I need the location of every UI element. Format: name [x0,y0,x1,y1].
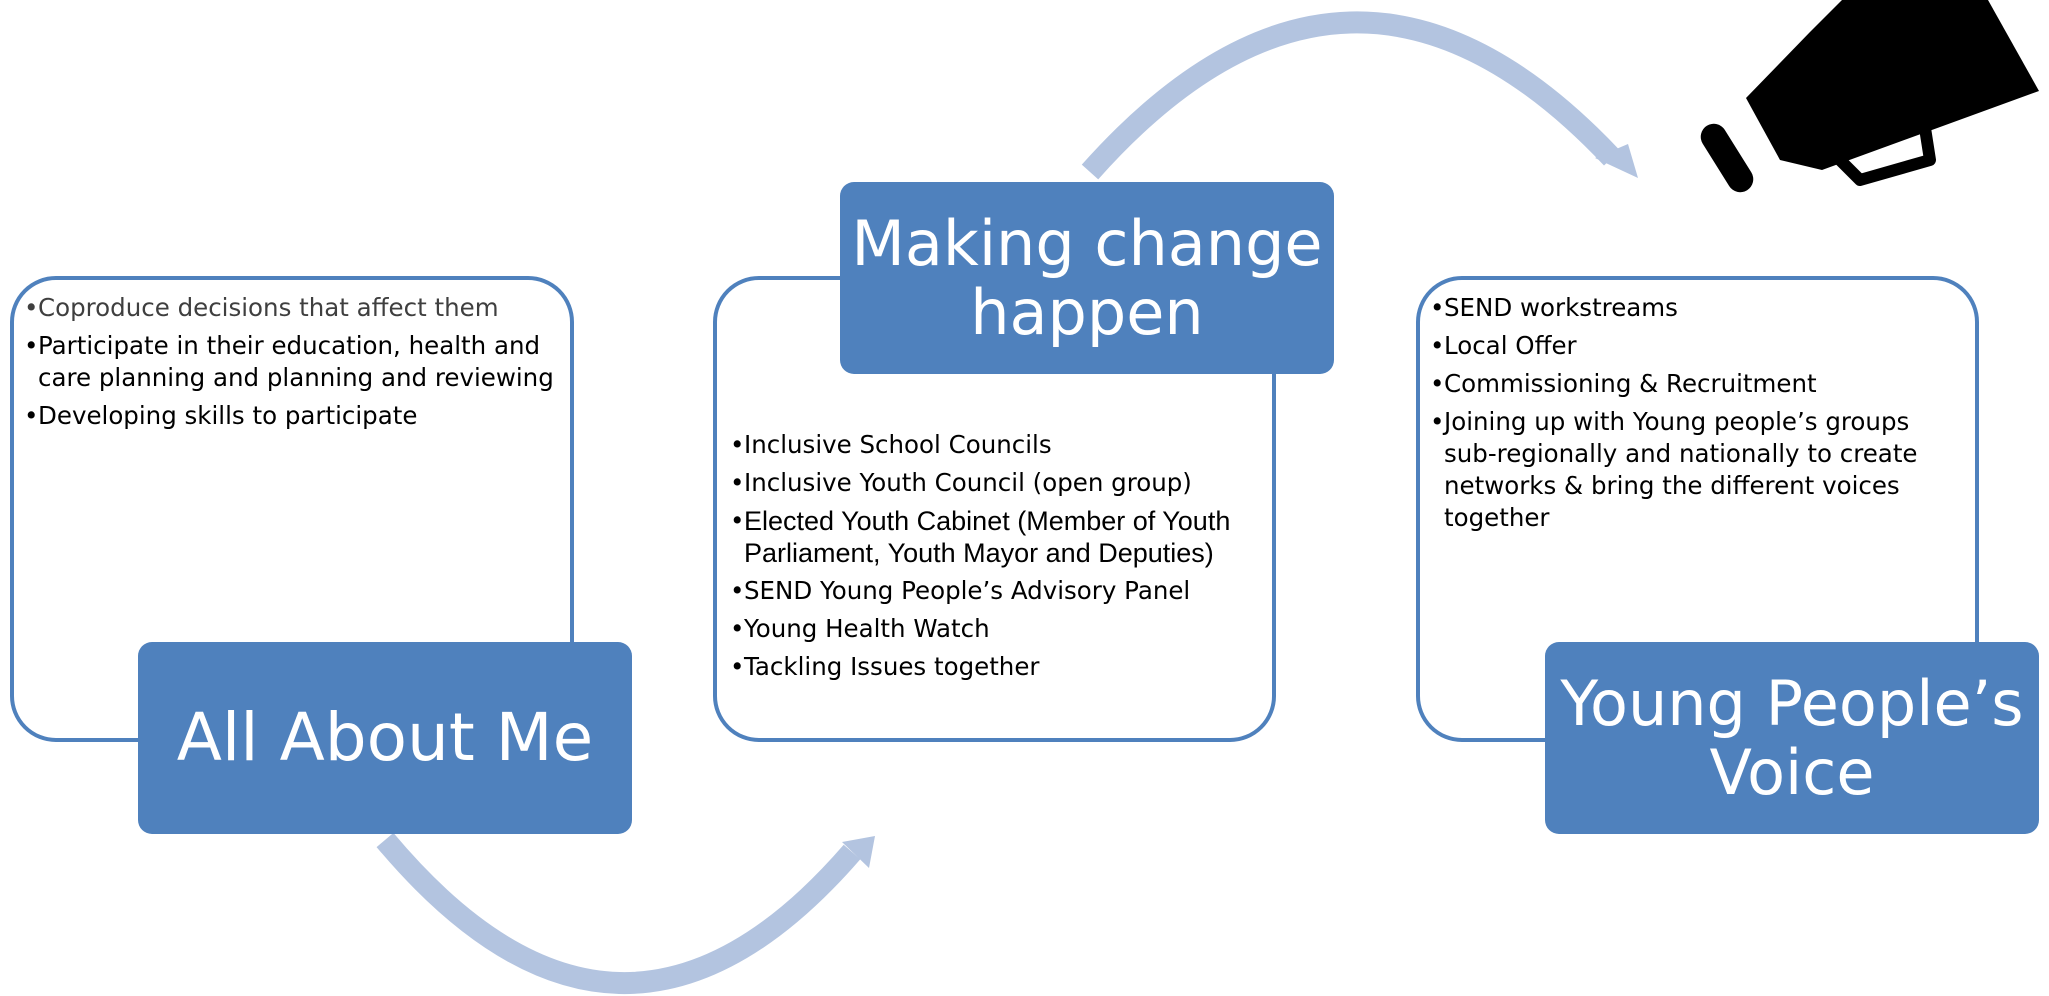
list-item: •Joining up with Young people’s groups s… [1430,407,1918,532]
megaphone-icon [1700,0,2039,193]
list-item: •Coproduce decisions that affect them [24,293,499,322]
list-making-change-happen: •Inclusive School Councils •Inclusive Yo… [730,429,1260,689]
list-young-peoples-voice: •SEND workstreams •Local Offer •Commissi… [1430,292,1920,540]
arrow-bottom [376,832,875,994]
list-item: •Commissioning & Recruitment [1430,369,1817,398]
arrow-top [1081,11,1638,180]
stage-title-young-peoples-voice: Young People’s Voice [1545,642,2039,834]
list-item: •Elected Youth Cabinet (Member of Youth … [730,506,1231,568]
list-item: •Young Health Watch [730,614,990,643]
stage-title-all-about-me: All About Me [138,642,632,834]
list-item: •Inclusive Youth Council (open group) [730,468,1192,497]
list-item: •Participate in their education, health … [24,331,554,392]
list-item: •SEND Young People’s Advisory Panel [730,576,1191,605]
list-item: •Local Offer [1430,331,1577,360]
list-item: •Tackling Issues together [730,652,1040,681]
list-item: •Inclusive School Councils [730,430,1052,459]
list-item: •SEND workstreams [1430,293,1678,322]
list-item: •Developing skills to participate [24,401,418,430]
list-all-about-me: •Coproduce decisions that affect them •P… [24,292,554,438]
stage-title-making-change-happen: Making change happen [840,182,1334,374]
